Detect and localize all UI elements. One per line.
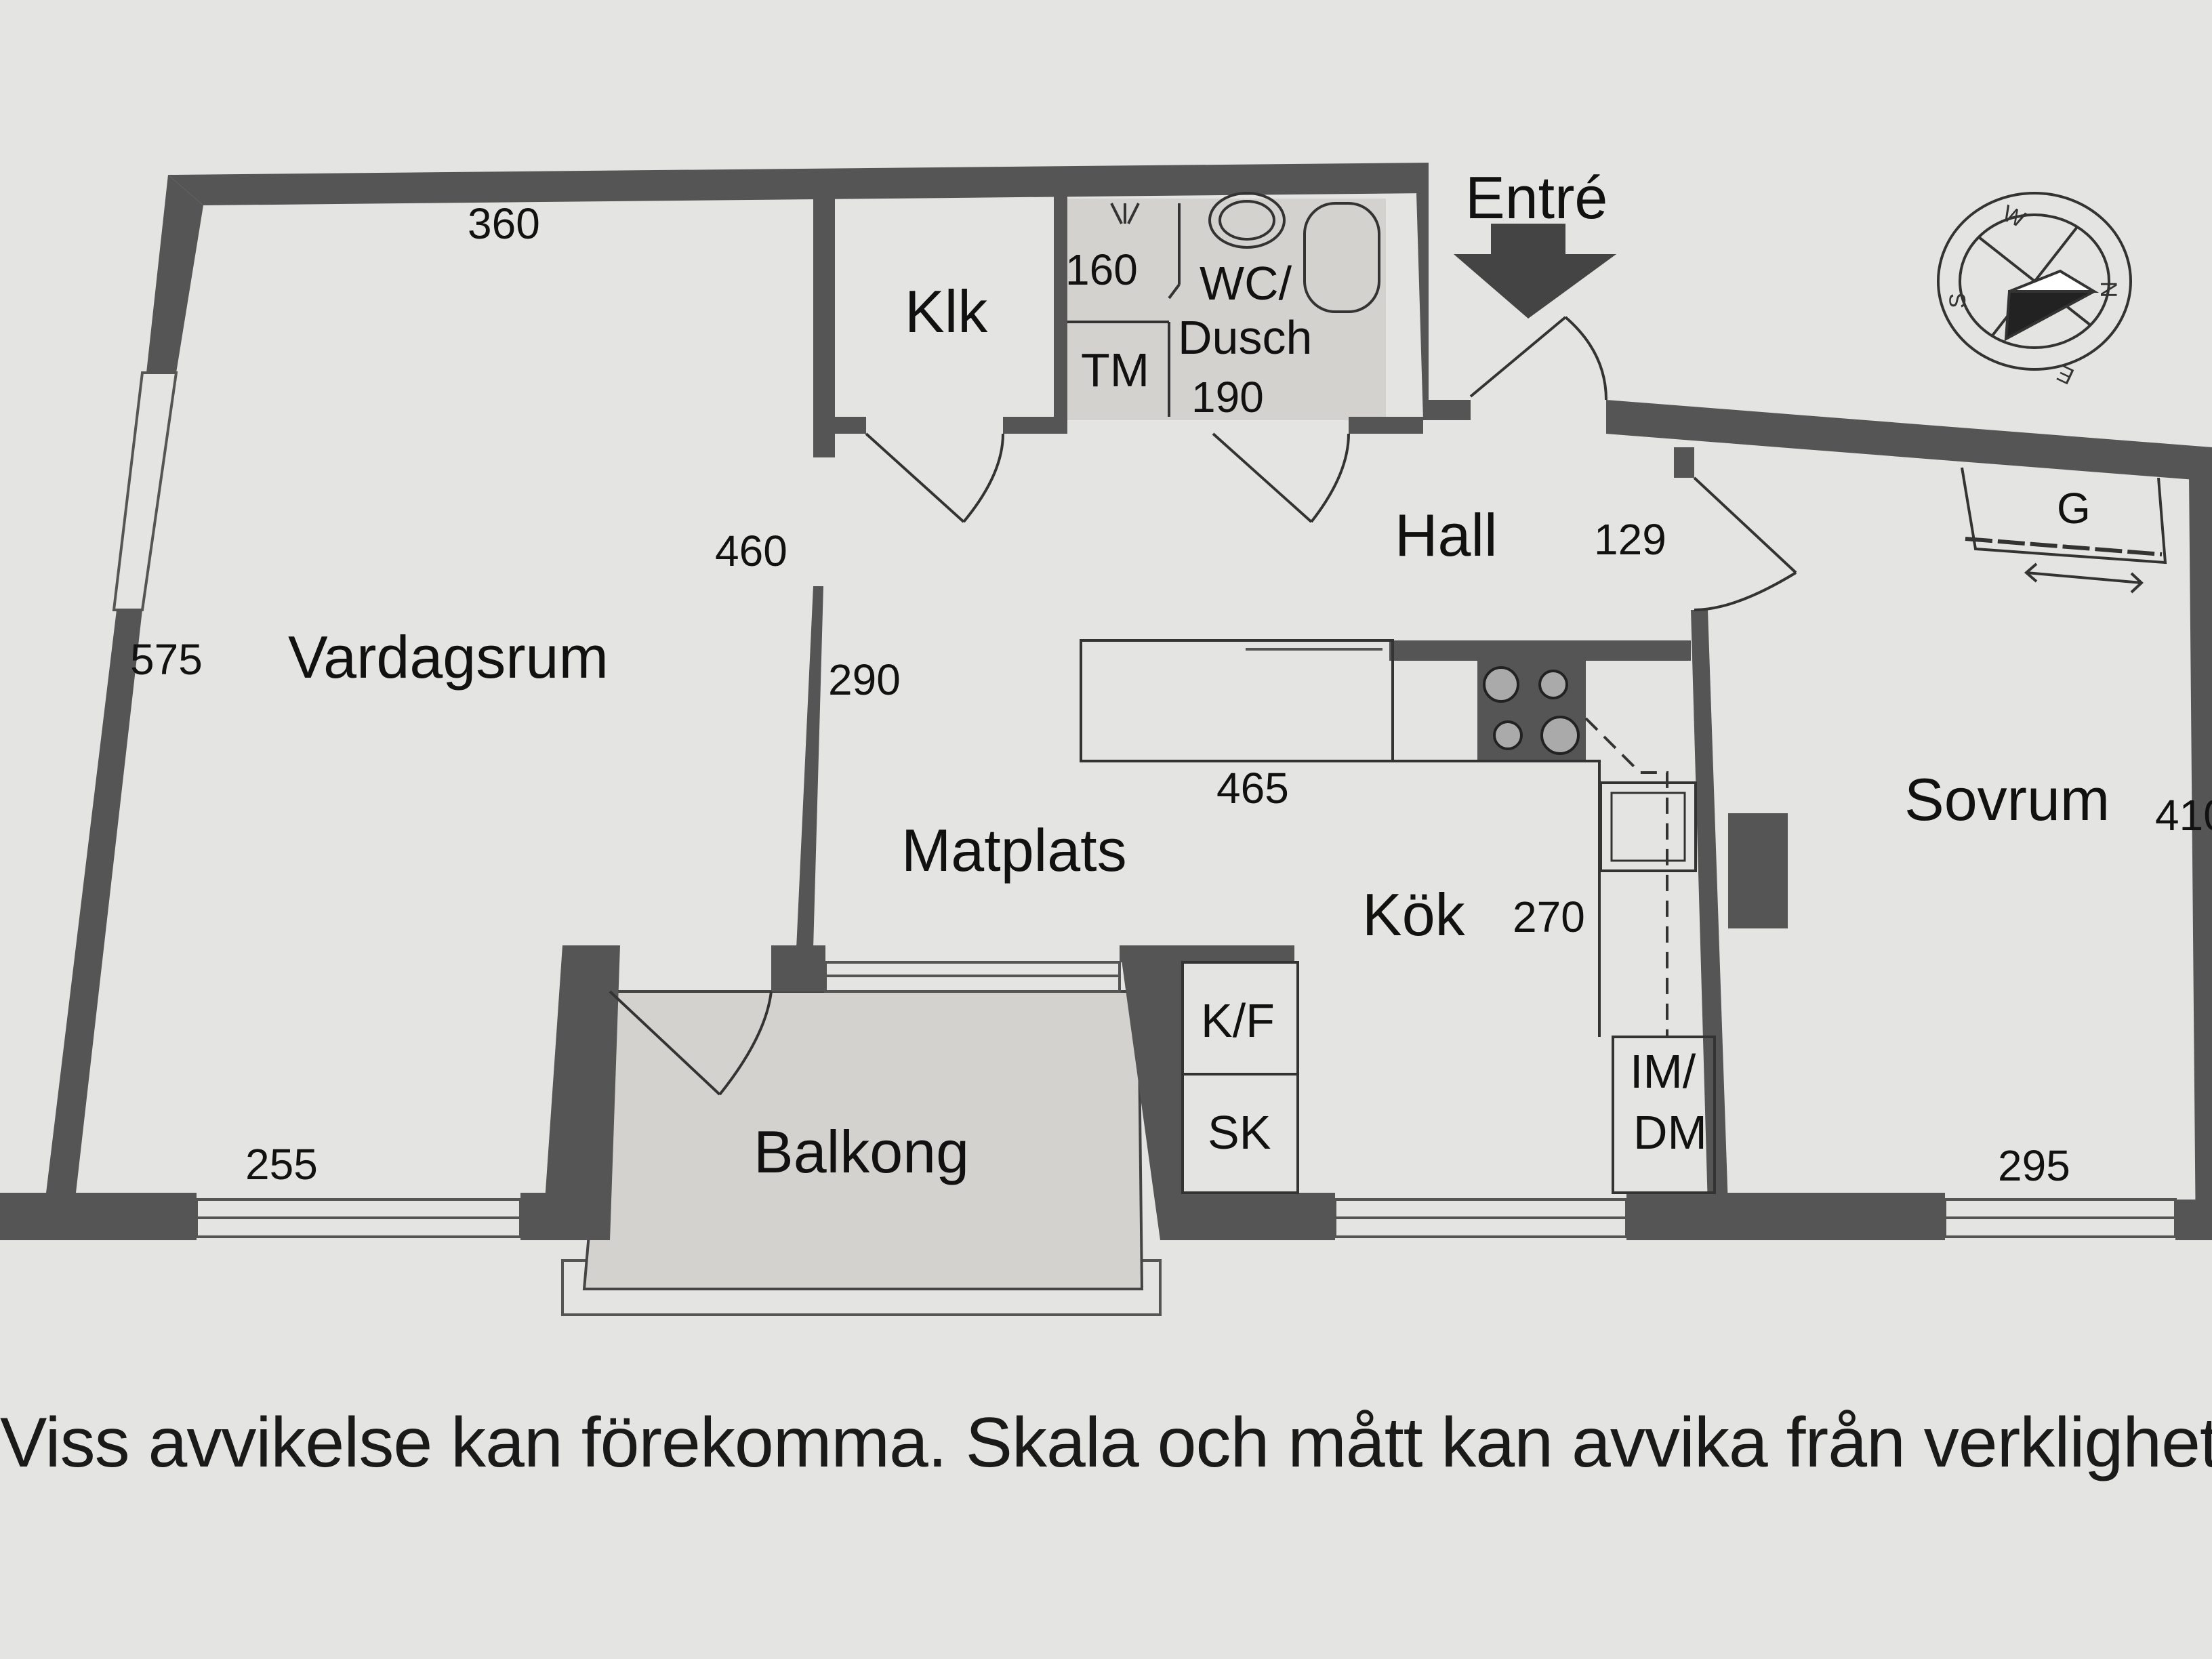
dim-360: 360 (468, 199, 540, 248)
entrance-label: Entré (1465, 164, 1607, 231)
compass-n: N (2095, 281, 2121, 298)
dim-575: 575 (130, 635, 203, 684)
room-label-kok: Kök (1362, 881, 1466, 948)
room-label-hall: Hall (1395, 501, 1498, 569)
disclaimer-text: Viss avvikelse kan förekomma. Skala och … (0, 1404, 2212, 1482)
dim-290: 290 (828, 655, 901, 704)
doors (609, 316, 1797, 1096)
compass-e: E (2053, 359, 2078, 389)
walls (0, 163, 2212, 1240)
dim-129: 129 (1594, 515, 1666, 564)
room-label-matplats: Matplats (901, 817, 1127, 884)
room-label-klk: Klk (905, 278, 988, 345)
wardrobe (1961, 467, 2167, 594)
windows (112, 371, 2177, 1238)
kitchen-counter (1080, 639, 1716, 1194)
dim-295: 295 (1998, 1141, 2070, 1190)
label-kf: K/F (1201, 994, 1275, 1047)
room-label-balkong: Balkong (754, 1118, 969, 1185)
dim-270: 270 (1513, 893, 1585, 941)
dim-190: 190 (1191, 373, 1264, 422)
dim-255: 255 (245, 1140, 318, 1189)
dim-460: 460 (715, 527, 787, 575)
label-dm: DM (1633, 1106, 1707, 1159)
label-g: G (2057, 484, 2091, 533)
room-label-vardagsrum: Vardagsrum (288, 623, 609, 691)
room-label-tm: TM (1081, 344, 1149, 396)
dim-465: 465 (1216, 764, 1289, 813)
entrance-arrow-icon (1454, 224, 1616, 319)
compass-w: W (1999, 201, 2029, 233)
room-label-sovrum: Sovrum (1904, 766, 2110, 833)
room-label-wc: WC/ (1200, 257, 1292, 310)
bathroom-fixtures (1067, 192, 1380, 417)
room-labels: Vardagsrum Klk WC/ Dusch TM Hall Matplat… (288, 164, 2110, 1185)
room-label-dusch: Dusch (1178, 311, 1312, 364)
label-sk: SK (1208, 1106, 1271, 1159)
dim-160: 160 (1065, 245, 1138, 294)
label-im: IM/ (1630, 1045, 1696, 1098)
dim-410: 410 (2155, 791, 2212, 840)
dimension-labels: 360 160 190 460 129 575 290 465 270 255 … (130, 199, 2212, 1190)
compass-s: S (1945, 293, 1971, 308)
compass-icon (1937, 192, 2132, 371)
